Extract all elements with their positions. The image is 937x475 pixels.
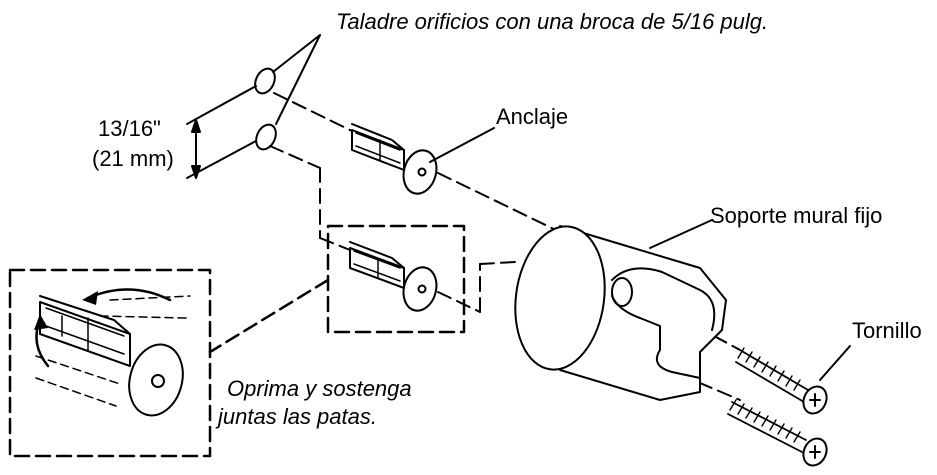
dimension-lines	[186, 85, 257, 179]
wall-bracket	[514, 225, 727, 401]
spacing-inches-label: 13/16"	[98, 116, 161, 141]
screws	[727, 347, 828, 467]
anchor-label: Anclaje	[496, 104, 569, 129]
detail-frames	[8, 224, 466, 458]
drill-holes	[254, 67, 277, 151]
screw-label: Tornillo	[852, 318, 922, 343]
anchor-middle	[349, 241, 438, 312]
bracket-label: Soporte mural fijo	[710, 203, 883, 228]
label-leaders	[429, 127, 851, 381]
anchor-top	[351, 123, 438, 195]
squeeze-instruction-line2: juntas las patas.	[218, 404, 377, 429]
drill-leader-lines	[272, 34, 321, 125]
spacing-mm-label: (21 mm)	[92, 146, 174, 171]
anchor-zoomed	[34, 288, 191, 417]
drill-instruction-label: Taladre orificios con una broca de 5/16 …	[336, 9, 769, 34]
squeeze-instruction-line1: Oprima y sostenga	[227, 376, 412, 401]
